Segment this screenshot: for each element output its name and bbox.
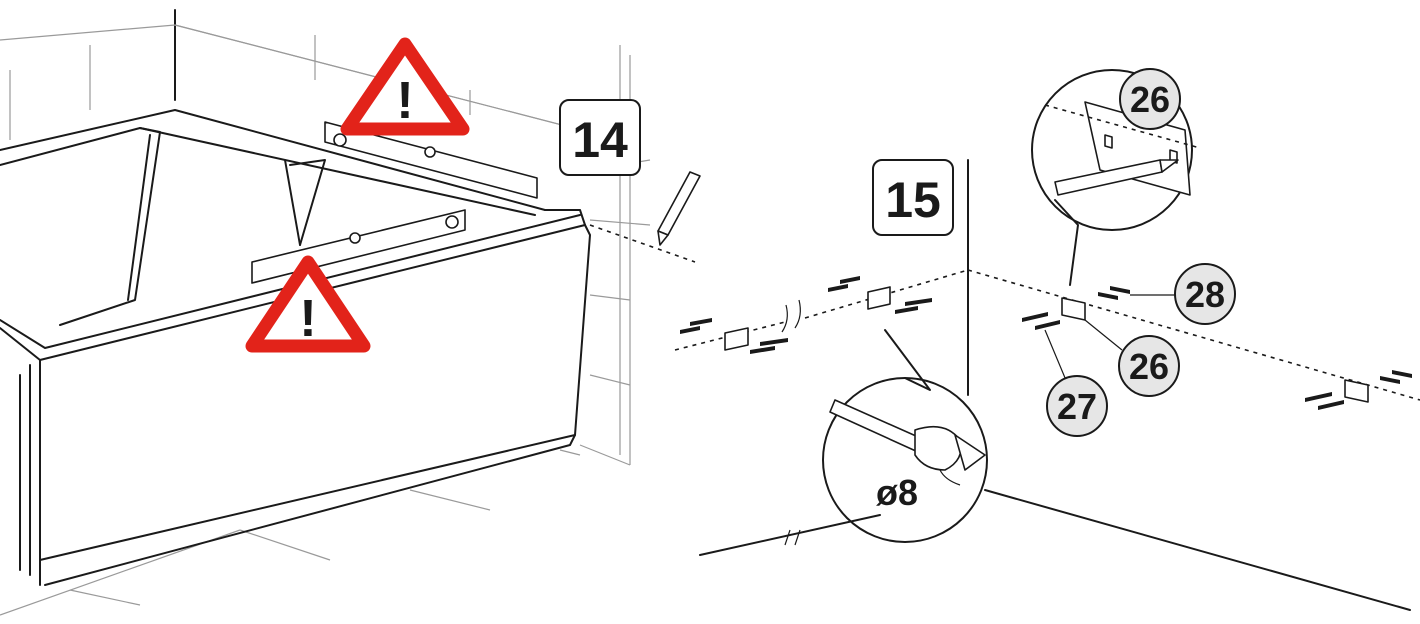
part-number: 28: [1185, 274, 1225, 315]
wall-plug-icon: [680, 326, 700, 334]
part-number: 26: [1129, 346, 1169, 387]
part-callout-28: 28: [1174, 263, 1236, 325]
wall-plug-icon: [1098, 292, 1118, 300]
step-14-label: 14: [559, 99, 641, 176]
step-15-label: 15: [872, 159, 954, 236]
screw-icon: [895, 306, 918, 314]
step-15-scene: 15: [674, 68, 1420, 611]
screw-icon: [905, 298, 932, 306]
screw-icon: [1035, 320, 1060, 330]
step-14-scene: ! ! 14: [0, 9, 701, 616]
screw-icon: [1318, 400, 1344, 410]
part-callout-27: 27: [1046, 375, 1108, 437]
part-number: 27: [1057, 386, 1097, 427]
wall-plug-icon: [1380, 376, 1400, 384]
bracket-icon: [867, 286, 891, 310]
bracket-set-right-corner: [1022, 286, 1130, 330]
wall-plug-icon: [1392, 370, 1412, 378]
part-number: 26: [1130, 79, 1170, 120]
bracket-icon: [1061, 297, 1086, 321]
bracket-set-far-right: [1305, 370, 1412, 410]
pencil-icon: [1054, 159, 1179, 196]
wall-plug-icon: [840, 276, 860, 284]
screw-icon: [760, 338, 788, 346]
drill-detail: ø8: [822, 329, 988, 543]
bracket-icon: [1344, 379, 1369, 403]
part-callout-26: 26: [1118, 335, 1180, 397]
drill-diameter-label: ø8: [876, 472, 918, 513]
wall-plug-icon: [690, 318, 712, 326]
pencil-icon: [657, 171, 701, 246]
warning-symbol: !: [396, 72, 413, 130]
bracket-set-middle: [828, 276, 932, 314]
bracket-icon: [724, 327, 749, 351]
warning-symbol: !: [299, 290, 316, 348]
warning-icon: !: [245, 255, 371, 353]
wall-plug-icon: [1110, 286, 1130, 294]
screw-icon: [1305, 392, 1332, 402]
screw-icon: [750, 346, 775, 354]
part-callout-26-top: 26: [1119, 68, 1181, 130]
bathtub: [0, 109, 591, 586]
step-number: 14: [572, 112, 628, 168]
spirit-level-icon: [251, 121, 538, 284]
drill-bit-icon: [829, 399, 986, 486]
bracket-set-left: [680, 318, 788, 354]
step-number: 15: [885, 172, 941, 228]
screw-icon: [1022, 312, 1048, 322]
wall-plug-icon: [828, 284, 848, 292]
warning-icon: !: [340, 37, 470, 136]
